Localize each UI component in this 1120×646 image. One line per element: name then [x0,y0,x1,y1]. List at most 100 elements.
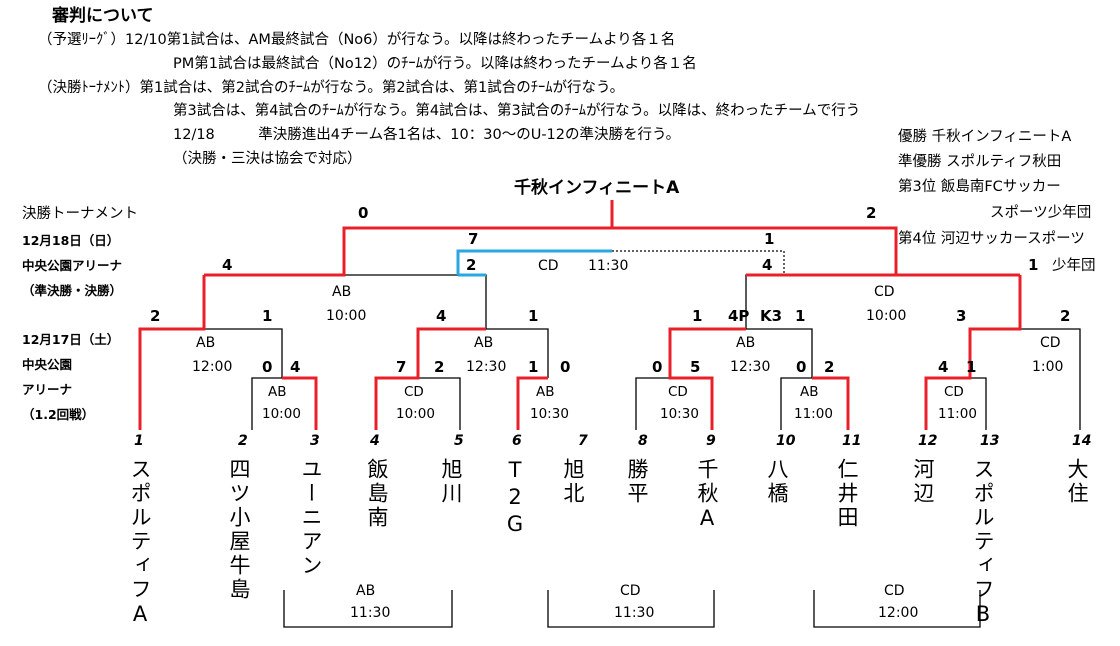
qf3-time: 12:30 [730,359,771,375]
semi1-time: 10:00 [326,308,367,324]
semi1-court: AB [332,284,352,300]
rule-line-2: PM第1試合は最終試合（No12）のﾁｰﾑが行う。以降は終わったチームより各１名 [173,56,697,72]
team-number: 2 [238,433,248,449]
third-time: 11:30 [588,258,629,274]
result-fourth: 第4位 河辺サッカースポーツ [898,231,1085,247]
bracket-lines-black [204,274,1081,628]
score-qf3-pk2: K3 [760,307,783,325]
team-name: T2G [503,458,527,539]
r1c-time: 10:30 [530,406,569,422]
day2-date: 12月18日（日） [22,233,120,248]
score-qf3-right: 1 [795,307,806,325]
team-number: 5 [454,433,464,449]
team-name: スポルティフA [128,458,152,629]
score-qf2-right: 1 [528,307,539,325]
rule-line-1: （予選ﾘｰｸﾞ）12/10第1試合は、AM最終試合（No6）が行なう。以降は終わ… [38,32,676,48]
r1f-court: CD [944,384,964,400]
score-qf4-left: 3 [956,307,967,325]
team-number: 1 [134,433,144,449]
champion-name: 千秋インフィニートA [514,178,680,198]
qf1-time: 12:00 [192,359,233,375]
team-name: 旭川 [439,458,463,506]
team-number: 4 [370,433,380,449]
qf2-court: AB [474,335,494,351]
team-name: 旭北 [561,458,585,506]
team-name: 河辺 [911,458,935,506]
score-qf2-left: 4 [436,307,447,325]
result-third: 第3位 飯島南FCサッカー [898,179,1061,195]
score-r1e-right: 2 [824,358,835,376]
team-number: 14 [1072,433,1092,449]
score-r1d-left: 0 [652,358,663,376]
result-second: 準優勝 スポルティフ秋田 [898,154,1062,170]
ref-box-3-time: 12:00 [878,605,919,621]
score-qf4-right: 2 [1060,307,1071,325]
qf3-court: AB [736,335,756,351]
team-name: 大住 [1065,458,1089,506]
semi2-court: CD [874,284,895,300]
third-place-loser-line [612,250,785,275]
team-name: 勝平 [625,458,649,506]
team-name: 仁井田 [835,458,859,530]
bracket-lines-winner [138,200,1022,430]
r1d-court: CD [668,384,688,400]
team-number: 12 [918,433,938,449]
third-place-line [456,249,612,275]
score-r1f-right: 1 [966,358,977,376]
team-number: 6 [512,433,522,449]
score-r1c-left: 1 [528,358,539,376]
tournament-label: 決勝トーナメント [22,206,138,222]
day1-date: 12月17日（土） [22,332,120,347]
score-third-left: 7 [468,230,479,248]
day1-stage: （1.2回戦） [22,407,95,422]
team-number: 11 [842,433,862,449]
score-r1a-left: 0 [262,358,273,376]
score-r1b-right: 2 [434,358,445,376]
ref-box-3-court: CD [884,583,905,599]
day1-venue-2: アリーナ [22,382,73,397]
score-qf1-left: 2 [150,307,161,325]
team-number: 8 [638,433,648,449]
score-third-right: 1 [764,230,775,248]
rule-line-3: （決勝ﾄｰﾅﾒﾝﾄ）第1試合は、第2試合のﾁｰﾑが行なう。第2試合は、第1試合の… [38,80,625,96]
r1f-time: 11:00 [938,406,977,422]
score-r1a-right: 4 [290,358,301,376]
team-name: 四ツ小屋牛島 [227,458,251,602]
score-qf3-left: 1 [692,307,703,325]
rule-line-6: （決勝・三決は協会で対応） [173,151,362,167]
day2-stage: （準決勝・決勝） [22,283,123,298]
team-name: 千秋A [695,458,719,533]
team-number: 13 [980,433,1000,449]
r1d-time: 10:30 [660,406,699,422]
qf1-court: AB [196,335,216,351]
day1-venue: 中央公園 [22,357,73,372]
third-court: CD [538,258,559,274]
score-final-left: 0 [358,204,369,222]
rule-line-4: 第3試合は、第4試合のﾁｰﾑが行なう。第4試合は、第3試合のﾁｰﾑが行なう。以降… [173,103,861,119]
team-number: 9 [706,433,716,449]
r1c-court: AB [536,384,555,400]
team-number: 10 [776,433,796,449]
qf4-court: CD [1040,335,1061,351]
result-first: 優勝 千秋インフィニートA [898,129,1072,145]
team-number: 3 [310,433,320,449]
r1b-time: 10:00 [396,406,435,422]
score-r1d-right: 5 [690,358,701,376]
semi2-time: 10:00 [866,308,907,324]
ref-box-1-court: AB [356,583,376,599]
score-final-right: 2 [866,204,877,222]
score-qf3-pk: 4P [728,307,750,325]
score-semi1-left: 4 [222,256,233,274]
team-name: ユーニアン [299,458,323,578]
score-r1b-left: 7 [396,358,407,376]
ref-box-2-time: 11:30 [614,605,655,621]
team-name: 飯島南 [365,458,389,530]
rule-line-5: 12/18 準決勝進出4チーム各1名は、10：30～のU-12の準決勝を行う。 [173,127,681,143]
score-r1e-left: 0 [796,358,807,376]
team-number: 7 [578,433,588,449]
ref-box-1-time: 11:30 [350,605,391,621]
team-name: 八橋 [765,458,789,506]
day2-venue: 中央公園アリーナ [22,258,123,273]
result-third-cont: スポーツ少年団 [990,205,1092,221]
qf2-time: 12:30 [466,359,507,375]
